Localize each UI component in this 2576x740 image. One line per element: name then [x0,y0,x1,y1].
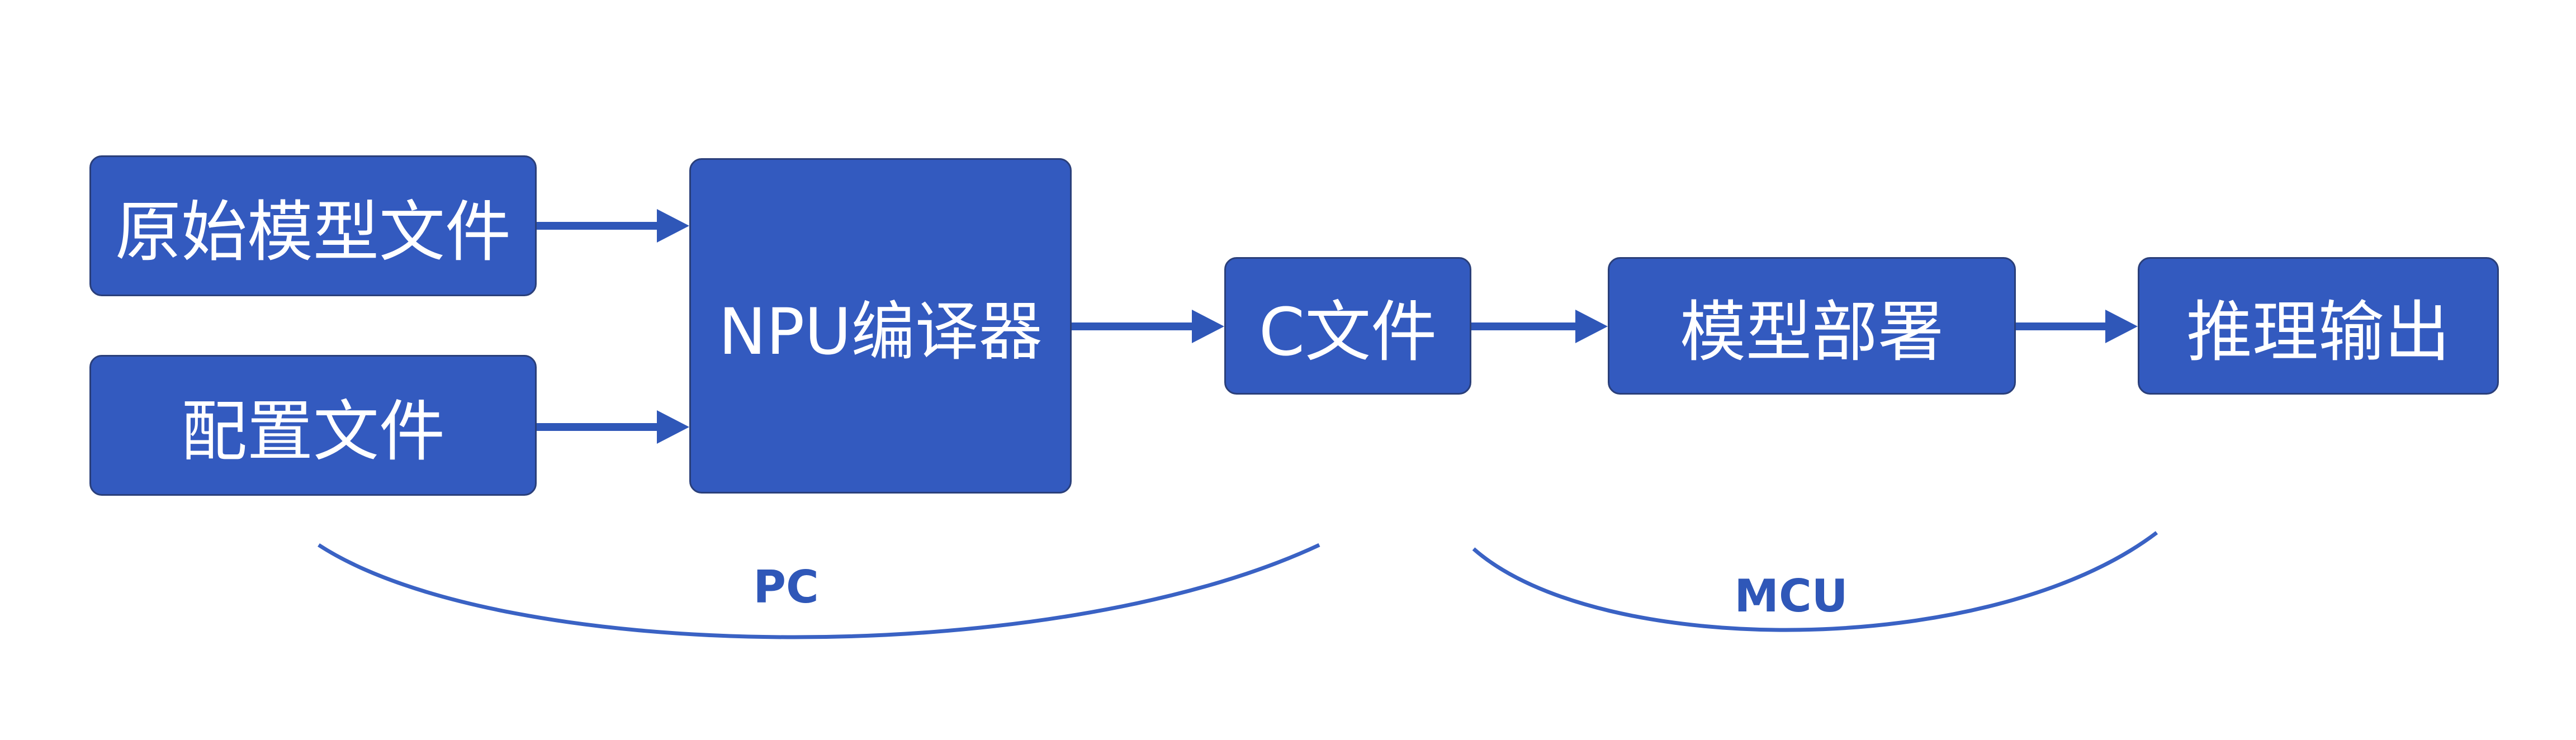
pc-group-label: PC [753,561,819,613]
inference-output-node: 推理输出 [2138,257,2499,395]
arrowhead-deploy-to-inference [2105,310,2138,343]
config-file-node: 配置文件 [89,355,537,496]
source-model-label: 原始模型文件 [115,193,511,271]
model-deploy-node: 模型部署 [1608,257,2016,395]
mcu-group-brace [1472,531,2158,632]
c-file-node: C文件 [1224,257,1471,395]
npu-compiler-node: NPU编译器 [689,158,1072,494]
arrowhead-config-to-compiler [657,410,689,444]
model-deploy-label: 模型部署 [1679,293,1944,371]
config-file-label: 配置文件 [181,392,445,470]
pc-group-brace [318,543,1320,639]
arrowhead-cfile-to-deploy [1575,310,1608,343]
arrowhead-source-to-compiler [657,209,689,243]
mcu-group-label: MCU [1734,570,1848,622]
c-file-label: C文件 [1258,293,1437,371]
source-model-node: 原始模型文件 [89,155,537,296]
arrowhead-compiler-to-cfile [1192,310,1224,343]
inference-output-label: 推理输出 [2186,293,2450,371]
npu-compiler-label: NPU编译器 [718,294,1043,369]
